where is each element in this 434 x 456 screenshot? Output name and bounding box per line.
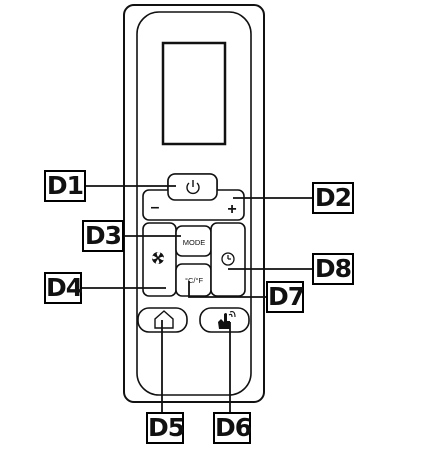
lcd-display [161,41,227,146]
callout-d2: D2 [312,182,354,214]
mode-label: MODE [183,238,206,247]
callout-d4: D4 [44,272,83,304]
hand-touch-icon [218,311,236,329]
fan-button[interactable] [142,222,177,297]
callout-d5: D5 [146,412,185,444]
leader-lines [80,185,312,412]
callout-d1: D1 [44,170,86,202]
unit-label: °C/°F [185,276,203,285]
wifi-button[interactable] [199,307,250,333]
clock-icon [221,252,235,266]
mode-button[interactable]: MODE [175,225,212,257]
callout-d6: D6 [213,412,252,444]
callout-d7: D7 [266,281,305,313]
temp-plus-button[interactable]: + [227,201,236,218]
callout-d8: D8 [312,253,354,285]
timer-button[interactable] [210,222,246,297]
unit-toggle-button[interactable]: °C/°F [175,263,212,297]
fan-icon [152,252,164,264]
home-icon [154,310,174,329]
temp-minus-button[interactable]: – [151,199,160,216]
callout-d3: D3 [82,220,124,252]
leader-d7 [188,281,268,298]
remote-inner-panel [136,11,252,396]
